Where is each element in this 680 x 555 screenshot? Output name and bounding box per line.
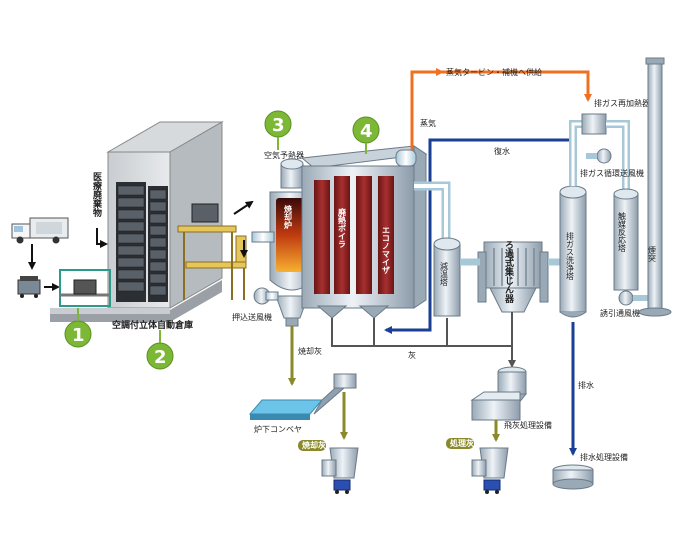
steam-label: 蒸気 [420, 118, 436, 128]
conveyor-label: 炉下コンベヤ [254, 424, 302, 434]
drain-treat-label: 排水処理設備 [580, 452, 628, 462]
push-fan [253, 287, 279, 305]
step-badge-1: 1 [64, 308, 92, 348]
treated-ash-bin [471, 447, 509, 494]
cooling-tower-label: 減温塔 [440, 261, 449, 287]
scrubber-label: 排ガス洗浄塔 [566, 231, 575, 281]
svg-text:2: 2 [154, 347, 167, 368]
catalyst-tower [613, 188, 639, 291]
step-badge-4: 4 [352, 116, 380, 154]
chimney-label: 煙突 [648, 246, 657, 263]
return-water-label: 復水 [494, 146, 510, 156]
fly-ash-treat-label: 飛灰処理設備 [504, 420, 552, 430]
drain-treatment-tank [552, 464, 594, 490]
outbound-conveyor [177, 200, 254, 300]
scrubber [559, 185, 587, 318]
steam-line [410, 68, 444, 150]
waste-boiler-label: 廃熱ボイラ [337, 207, 347, 248]
push-fan-label: 押込送風機 [232, 312, 272, 322]
incinerator-label: 焼却炉 [284, 204, 293, 230]
air-preheater-label: 空気予熱器 [264, 150, 304, 160]
waste-heat-boiler [300, 145, 428, 319]
steam-dest-label: 蒸気タービン・補機へ供給 [446, 67, 542, 77]
induced-fan-label: 誘引通風機 [600, 308, 640, 318]
drain-label: 排水 [578, 380, 594, 390]
svg-text:処理灰: 処理灰 [449, 438, 474, 448]
catalyst-tower-label: 触媒反応塔 [618, 211, 627, 253]
recirc-fan [586, 148, 612, 164]
cooling-tower [433, 237, 461, 317]
bottom-ash-bin [321, 447, 359, 494]
inbound-conveyor [59, 269, 111, 307]
delivery-truck [11, 217, 69, 244]
fly-ash-treatment [470, 366, 528, 421]
svg-text:1: 1 [72, 325, 85, 346]
recirc-fan-label: 排ガス循環送風機 [580, 168, 644, 178]
treated-ash-tag: 処理灰 [446, 438, 474, 449]
step-badge-3: 3 [264, 110, 292, 150]
return-water-line [384, 138, 570, 334]
medical-waste-label: 医療廃棄物 [91, 172, 103, 218]
chimney [638, 57, 672, 317]
bag-filter [477, 241, 549, 313]
steam-to-reheater-line [412, 70, 592, 102]
bag-filter-label: ろ過式集じん器 [503, 240, 515, 304]
flue-reheater [581, 113, 607, 135]
ash-conveyor [248, 373, 357, 420]
economizer-label: エコノマイザ [382, 226, 391, 275]
svg-text:4: 4 [360, 121, 373, 142]
svg-text:焼却灰: 焼却灰 [302, 440, 326, 450]
step-badge-2: 2 [146, 330, 174, 370]
flue-reheater-label: 排ガス再加熱器 [594, 98, 650, 108]
ash-line [331, 318, 512, 347]
bottom-ash-tag: 焼却灰 [298, 440, 326, 451]
ash-label: 灰 [408, 350, 416, 360]
cart [17, 276, 41, 298]
induced-fan [618, 290, 650, 306]
bottom-ash-label: 焼却灰 [298, 346, 322, 356]
auto-warehouse-label: 空調付立体自動倉庫 [112, 319, 193, 331]
svg-text:3: 3 [272, 115, 285, 136]
